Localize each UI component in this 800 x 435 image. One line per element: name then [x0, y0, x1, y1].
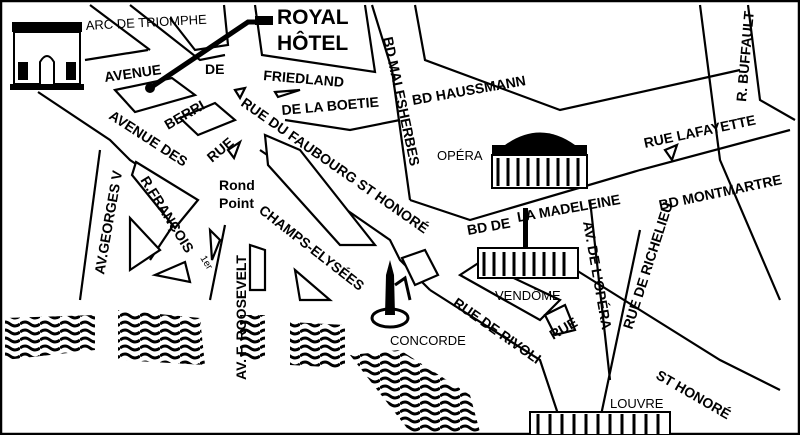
label-av-f-roosevelt: AV. F. ROOSEVELT	[233, 255, 249, 380]
vendome-column-icon	[477, 208, 579, 279]
seine-river	[5, 310, 480, 432]
concorde-obelisk-icon	[370, 260, 412, 329]
label-arc-de-triomphe: ARC DE TRIOMPHE	[85, 12, 207, 33]
label-vendome: VENDÔME	[495, 288, 561, 303]
opera-icon	[491, 132, 588, 189]
louvre-icon	[529, 411, 671, 435]
label-de: DE	[205, 61, 224, 77]
label-bd-de: BD DE	[466, 215, 512, 238]
label-avenue: AVENUE	[103, 61, 162, 85]
city-blocks	[112, 76, 679, 337]
label-point: Point	[219, 195, 254, 211]
label-hotel-line1: ROYAL	[277, 6, 349, 29]
arc-de-triomphe-icon	[10, 22, 84, 90]
label-opera: OPÉRA	[437, 148, 483, 163]
label-rond: Rond	[219, 177, 255, 193]
label-r-buffault: R. BUFFAULT	[733, 10, 757, 102]
hotel-pointer	[145, 16, 273, 93]
label-louvre: LOUVRE	[610, 396, 664, 411]
label-concorde: CONCORDE	[390, 333, 466, 348]
label-hotel-line2: HÔTEL	[277, 31, 348, 55]
label-friedland: FRIEDLAND	[263, 67, 345, 90]
